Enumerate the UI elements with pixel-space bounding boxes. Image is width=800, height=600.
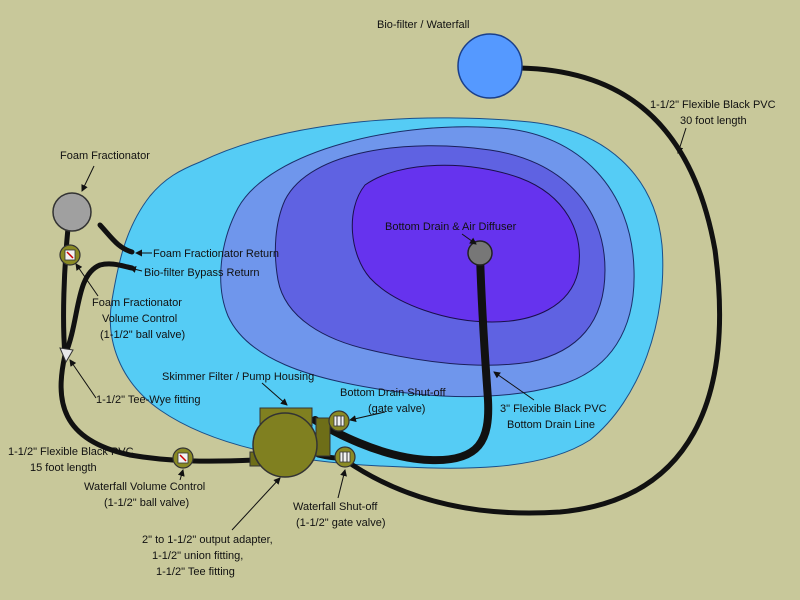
- pipe-fractionator-to-tee: [61, 225, 71, 358]
- label-tee-wye: 1-1/2" Tee-Wye fitting: [96, 394, 200, 406]
- pipe-waterfall-30ft: [342, 65, 723, 516]
- pipe-fractionator-return: [97, 222, 135, 255]
- bottom-drain-gate-valve: [328, 410, 350, 432]
- label-biofilter: Bio-filter / Waterfall: [377, 19, 470, 31]
- label-ff-return: Foam Fractionator Return: [153, 248, 279, 260]
- arrow-adapter: [231, 477, 281, 531]
- foam-fractionator-tank: [52, 192, 92, 232]
- callout-arrows: [69, 127, 687, 531]
- label-bypass-return: Bio-filter Bypass Return: [144, 267, 260, 279]
- label-adapter-line2: 1-1/2" union fitting,: [152, 550, 243, 562]
- arrow-bypass-return: [129, 266, 143, 273]
- label-ff-volume-line3: (1-1/2" ball valve): [100, 329, 185, 341]
- label-foam-fractionator: Foam Fractionator: [60, 150, 150, 162]
- label-bd-line-line1: 3" Flexible Black PVC: [500, 403, 607, 415]
- label-bd-shutoff-line2: (gate valve): [368, 403, 425, 415]
- arrow-bd-line: [493, 371, 535, 401]
- tee-wye-fitting: [59, 347, 74, 364]
- pipes: [58, 65, 723, 516]
- label-pvc15-line1: 1-1/2" Flexible Black PVC: [8, 446, 134, 458]
- label-ff-volume-line2: Volume Control: [102, 313, 177, 325]
- pond-deepest-zone: [351, 164, 580, 323]
- label-wf-shutoff-line1: Waterfall Shut-off: [293, 501, 378, 513]
- label-wf-shutoff-line2: (1-1/2" gate valve): [296, 517, 386, 529]
- arrow-wf-volume: [177, 469, 185, 481]
- arrow-foam-fractionator: [81, 165, 95, 192]
- arrow-tee-wye: [69, 359, 97, 399]
- label-wf-volume-line1: Waterfall Volume Control: [84, 481, 205, 493]
- waterfall-shutoff-gate-valve: [334, 446, 356, 468]
- arrow-pvc30: [676, 127, 687, 154]
- label-skimmer: Skimmer Filter / Pump Housing: [162, 371, 314, 383]
- label-adapter-line1: 2" to 1-1/2" output adapter,: [142, 534, 273, 546]
- label-pvc30-line2: 30 foot length: [680, 115, 747, 127]
- waterfall-volume-ball-valve: [172, 447, 194, 469]
- arrow-bottom-drain: [461, 233, 477, 245]
- labels: Bio-filter / Waterfall 1-1/2" Flexible B…: [8, 19, 776, 578]
- arrow-bd-shutoff: [349, 411, 386, 423]
- ff-volume-ball-valve: [59, 244, 81, 266]
- bottom-drain-air-diffuser: [467, 240, 493, 266]
- arrow-skimmer: [261, 382, 288, 406]
- pipe-tee-to-skimmer-15ft: [58, 352, 258, 464]
- label-pvc30-line1: 1-1/2" Flexible Black PVC: [650, 99, 776, 111]
- skimmer-pump-housing: [249, 407, 331, 478]
- label-wf-volume-line2: (1-1/2" ball valve): [104, 497, 189, 509]
- label-bd-shutoff-line1: Bottom Drain Shut-off: [340, 387, 447, 399]
- label-adapter-line3: 1-1/2" Tee fitting: [156, 566, 235, 578]
- label-bd-line-line2: Bottom Drain Line: [507, 419, 595, 431]
- pipe-bottom-drain-line: [311, 251, 493, 465]
- arrow-wf-shutoff: [337, 469, 347, 499]
- pipe-bypass-return: [62, 261, 135, 358]
- label-bottom-drain: Bottom Drain & Air Diffuser: [385, 221, 517, 233]
- biofilter-waterfall-tank: [457, 33, 523, 99]
- label-ff-volume-line1: Foam Fractionator: [92, 297, 182, 309]
- label-pvc15-line2: 15 foot length: [30, 462, 97, 474]
- arrow-ff-volume: [75, 263, 99, 297]
